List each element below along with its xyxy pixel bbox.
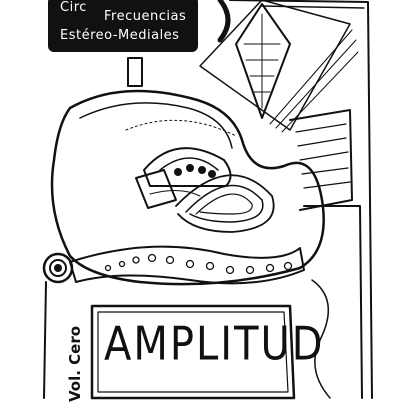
title-label: AMPLITUD [104,318,325,371]
sign-line-2: Frecuencias [104,9,187,24]
sign-board [48,0,198,52]
volume-label: Vol. Cero [66,325,84,402]
sign-line-1: Circ [60,0,87,15]
sign-line-3: Estéreo-Mediales [60,28,180,43]
